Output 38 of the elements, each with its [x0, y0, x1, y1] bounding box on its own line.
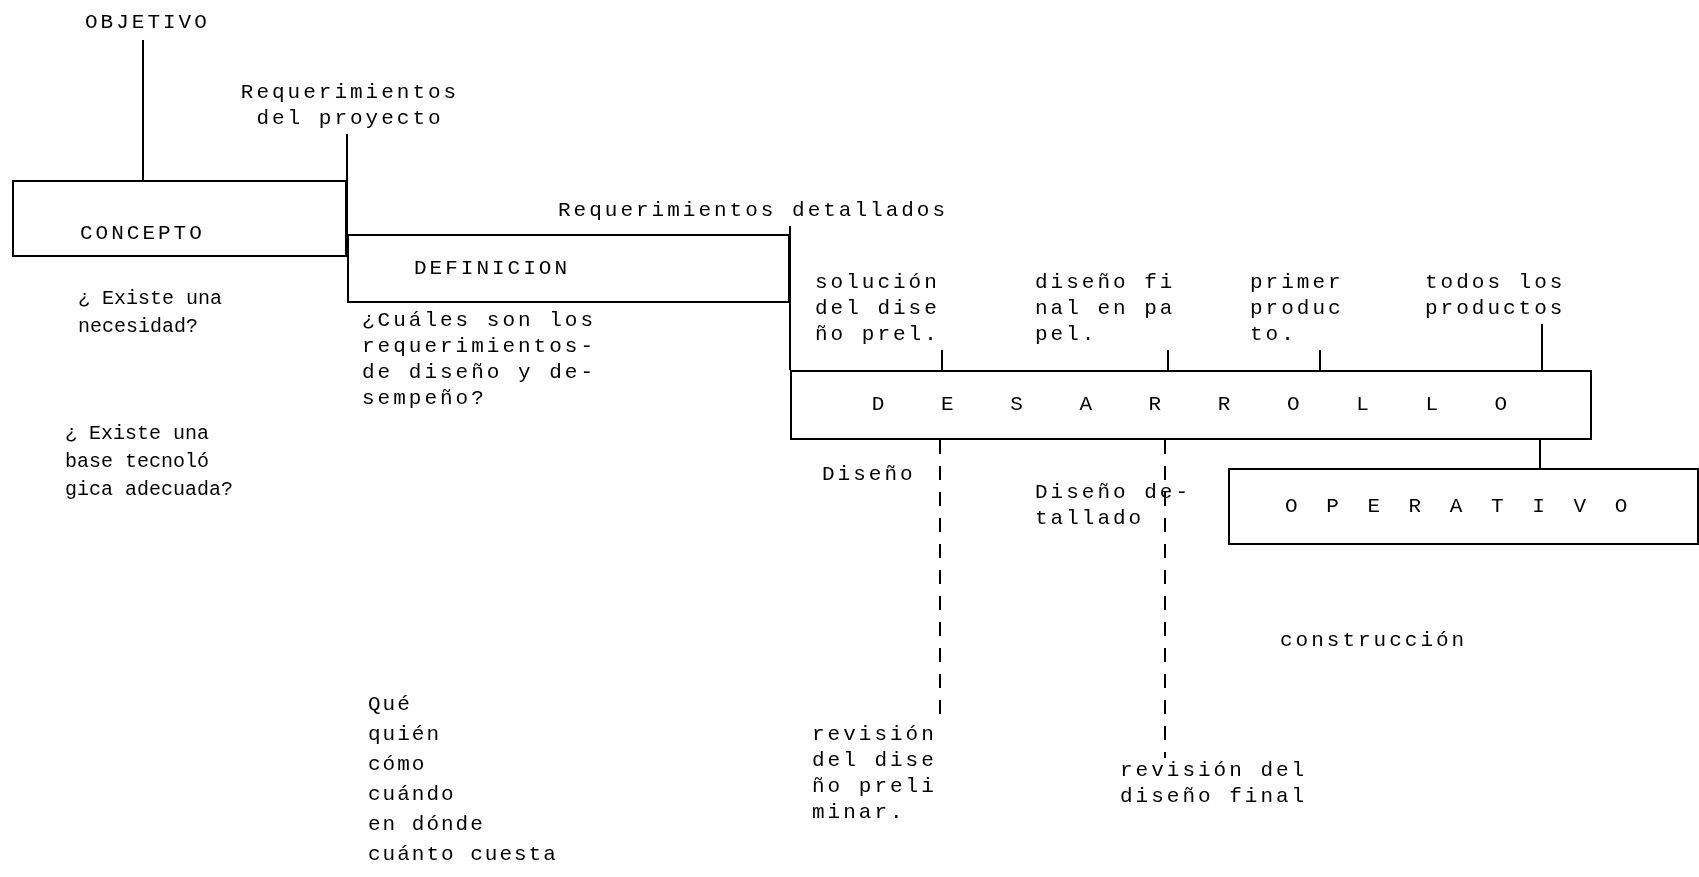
- connector-line: [789, 225, 791, 371]
- stage-text: revisión del dise ño preli minar.: [812, 722, 954, 828]
- note-text: Diseño: [822, 462, 917, 488]
- note-text: construcción: [1280, 628, 1469, 654]
- phase-label: DEFINICION: [414, 255, 571, 282]
- note-text: quién: [368, 722, 442, 748]
- phase-box: [12, 180, 347, 257]
- phase-label: O P E R A T I V O: [1285, 493, 1631, 520]
- note-text: ¿ Existe una base tecnoló gica adecuada?: [65, 421, 235, 503]
- note-text: ¿Cuáles son los requerimientos- de diseño y de- sempeño?: [362, 308, 598, 412]
- phase-box: [347, 234, 790, 303]
- note-text: cuándo: [368, 782, 457, 808]
- note-text: ¿ Existe una necesidad?: [78, 286, 224, 340]
- stage-text: Requerimientos detallados: [558, 198, 1008, 226]
- connector-line: [941, 349, 943, 371]
- stage-text: OBJETIVO: [85, 10, 225, 40]
- connector-line: [1167, 349, 1169, 371]
- phase-label: CONCEPTO: [80, 221, 205, 247]
- note-text: Diseño de- tallado: [1035, 480, 1193, 532]
- note-text: cómo: [368, 752, 428, 778]
- connector-line: [1319, 349, 1321, 371]
- note-text: cuánto cuesta: [368, 842, 559, 868]
- connector-line: [1539, 439, 1541, 469]
- phase-label: D E S A R R O L L O: [871, 392, 1511, 418]
- phase-box: [1228, 468, 1699, 545]
- connector-line: [346, 133, 348, 235]
- connector-line: [1541, 323, 1543, 371]
- note-text: en dónde: [368, 812, 486, 838]
- stage-text: diseño fi nal en pa pel.: [1035, 270, 1193, 350]
- dashed-connector: [1164, 439, 1166, 759]
- stage-text: revisión del diseño final: [1120, 758, 1325, 812]
- connector-line: [142, 39, 144, 181]
- phase-box: [790, 370, 1592, 440]
- stage-text: primer produc to.: [1250, 270, 1368, 350]
- note-text: Qué: [368, 692, 413, 718]
- stage-text: Requerimientos del proyecto: [230, 80, 470, 134]
- stage-text: solución del dise ño prel.: [815, 270, 957, 350]
- stage-text: todos los productos: [1425, 270, 1583, 324]
